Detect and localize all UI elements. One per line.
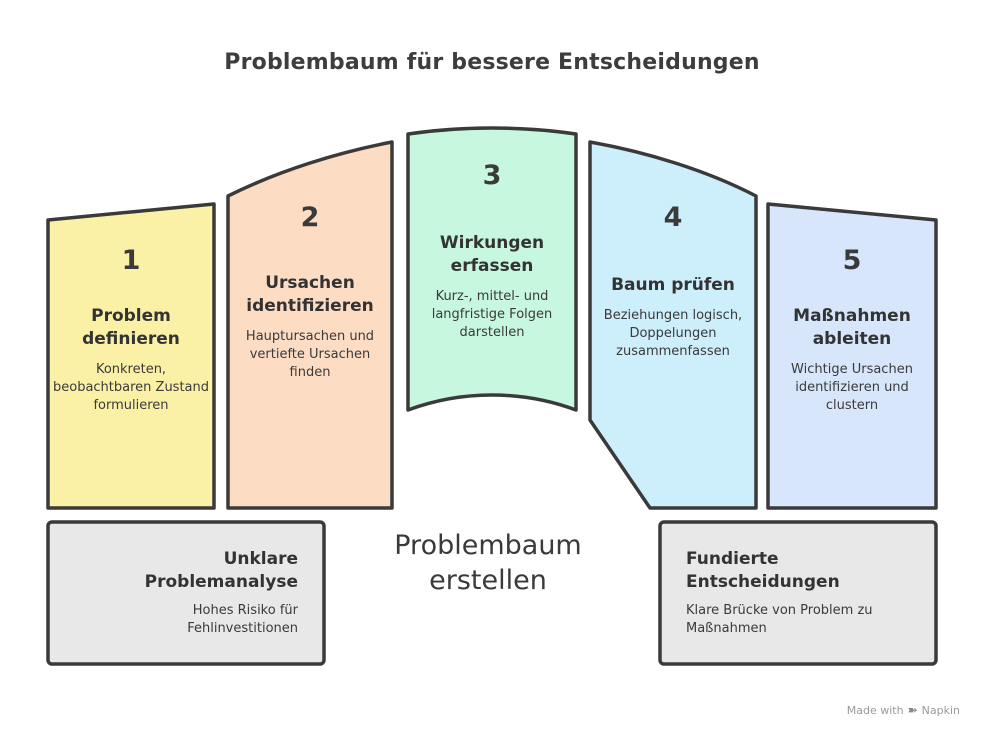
card-5-shape <box>766 202 938 510</box>
step-description: Wichtige Ursachen identifizieren und clu… <box>791 362 913 413</box>
step-heading: Maßnahmen ableiten <box>793 306 911 349</box>
step-card-5: 5 Maßnahmen ableiten Wichtige Ursachen i… <box>770 245 934 415</box>
footer: Made with ➽ Napkin <box>847 703 960 717</box>
step-card-4: 4 Baum prüfen Beziehungen logisch, Doppe… <box>592 202 754 361</box>
right-box: Fundierte Entscheidungen Klare Brücke vo… <box>686 548 916 638</box>
footer-brand: Napkin <box>921 703 960 717</box>
step-number: 3 <box>482 160 502 191</box>
step-number: 5 <box>842 245 862 276</box>
step-heading: Ursachen identifizieren <box>246 273 374 316</box>
card-1-shape <box>46 202 216 510</box>
left-box-heading: Unklare Problemanalyse <box>144 549 298 592</box>
left-box: Unklare Problemanalyse Hohes Risiko für … <box>100 548 298 638</box>
step-heading: Wirkungen erfassen <box>439 233 545 276</box>
page-title: Problembaum für bessere Entscheidungen <box>224 50 760 75</box>
card-2-shape <box>226 140 394 510</box>
step-description: Konkreten, beobachtbaren Zustand formuli… <box>52 362 210 413</box>
right-box-description: Klare Brücke von Problem zu Maßnahmen <box>686 603 873 636</box>
card-3-shape <box>406 126 578 412</box>
footer-prefix: Made with <box>846 703 904 717</box>
center-label: Problembaum erstellen <box>394 530 582 596</box>
right-box-shape <box>658 520 938 666</box>
step-description: Kurz-, mittel- und langfristige Folgen d… <box>431 289 553 340</box>
right-box-heading: Fundierte Entscheidungen <box>686 549 840 592</box>
step-heading: Baum prüfen <box>611 275 735 295</box>
card-4-shape <box>588 140 758 510</box>
left-box-shape <box>46 520 326 666</box>
step-number: 2 <box>300 202 320 233</box>
napkin-logo-icon: ➽ <box>907 703 918 717</box>
step-card-3: 3 Wirkungen erfassen Kurz-, mittel- und … <box>410 160 574 342</box>
step-number: 1 <box>121 245 141 276</box>
step-card-2: 2 Ursachen identifizieren Hauptursachen … <box>230 202 390 382</box>
step-description: Beziehungen logisch, Doppelungen zusamme… <box>603 308 743 359</box>
step-heading: Problem definieren <box>82 306 180 349</box>
step-description: Hauptursachen und vertiefte Ursachen fin… <box>245 329 375 380</box>
left-box-description: Hohes Risiko für Fehlinvestitionen <box>187 603 298 636</box>
step-card-1: 1 Problem definieren Konkreten, beobacht… <box>50 245 212 415</box>
step-number: 4 <box>663 202 683 233</box>
